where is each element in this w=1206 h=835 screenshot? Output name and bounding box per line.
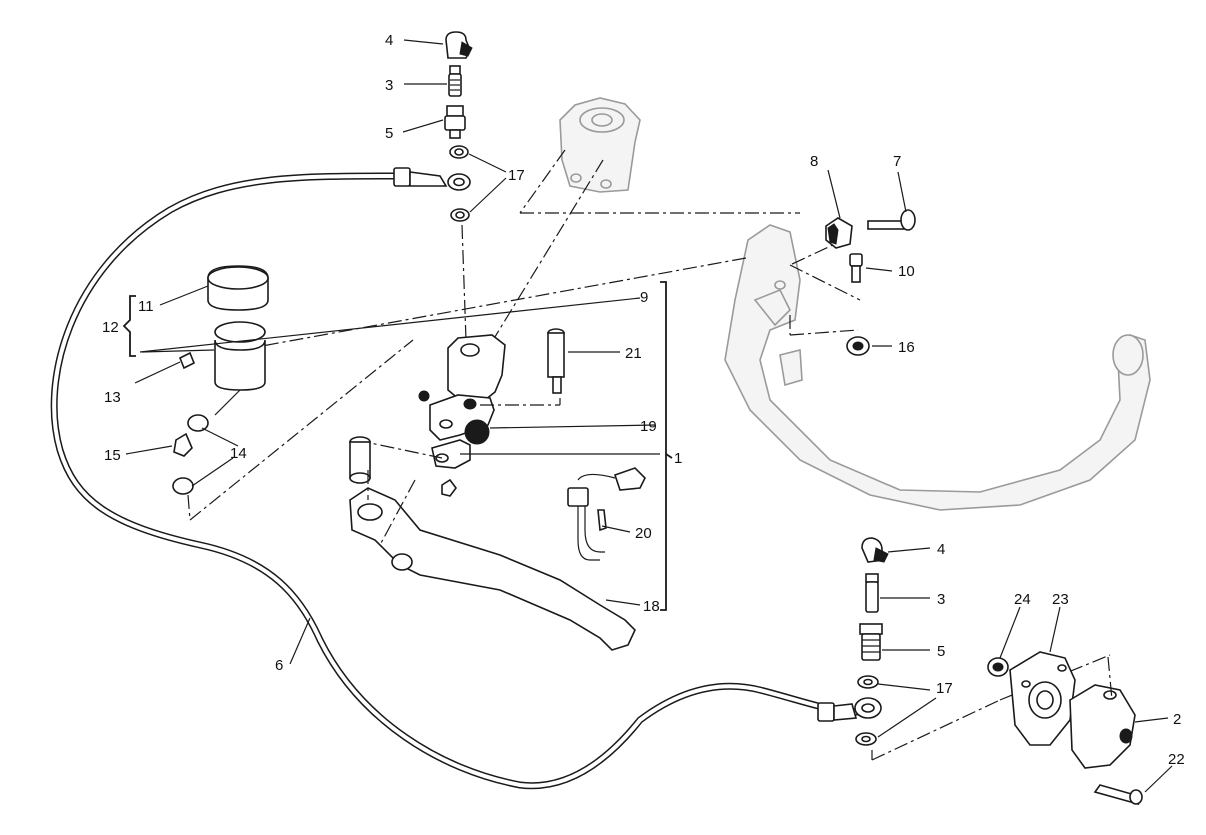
reservoir-clip [178, 351, 196, 370]
fitting-15 [173, 432, 193, 457]
callout-5-bottom: 5 [937, 643, 945, 660]
callout-8: 8 [810, 153, 818, 170]
clamp-14-upper [187, 414, 209, 432]
reservoir-body [214, 339, 266, 391]
callout-3-bottom: 3 [937, 591, 945, 608]
callout-18: 18 [643, 598, 660, 615]
callout-19: 19 [640, 418, 657, 435]
callout-11: 11 [138, 298, 154, 315]
banjo-bolt-top [446, 105, 464, 117]
callout-4-top: 4 [385, 32, 393, 49]
bleed-valve-top [449, 65, 461, 75]
master-cylinder-body [355, 334, 561, 497]
callout-20: 20 [635, 525, 652, 542]
clutch-lever [349, 470, 636, 651]
bleed-valve-bottom [865, 573, 879, 583]
callout-24: 24 [1014, 591, 1031, 608]
callout-7: 7 [893, 153, 901, 170]
brace-12 [122, 295, 136, 357]
callout-9: 9 [640, 289, 648, 306]
top-bracket [489, 97, 800, 346]
lever-spacer [349, 436, 371, 484]
callout-4-bottom: 4 [937, 541, 945, 558]
callout-6: 6 [275, 657, 283, 674]
clamp-14-lower [172, 477, 194, 495]
reservoir-clamps [172, 339, 414, 521]
callout-1: 1 [674, 450, 682, 467]
pivot-nut [441, 478, 457, 497]
callout-13: 13 [104, 389, 121, 406]
callout-14-upper: 14 [230, 445, 247, 462]
slave-body-2 [1069, 684, 1136, 769]
callout-2: 2 [1173, 711, 1181, 728]
handguard [261, 224, 1151, 511]
banjo-bolt-bottom [859, 623, 883, 635]
pivot-pin-21 [547, 328, 565, 394]
screw-7 [867, 220, 905, 230]
callout-5-top: 5 [385, 125, 393, 142]
fluid-reservoir [178, 265, 269, 416]
callout-leaders [125, 39, 1173, 793]
callout-12: 12 [102, 319, 119, 336]
callout-22: 22 [1168, 751, 1185, 768]
hose-ferrule-bottom [817, 702, 835, 722]
handguard-fasteners [825, 209, 916, 356]
callout-17-bottom: 17 [936, 680, 953, 697]
callout-10: 10 [898, 263, 915, 280]
reservoir-diaphragm [214, 321, 266, 343]
slave-cylinder [987, 651, 1143, 806]
callout-labels: 4 3 5 17 8 7 10 16 11 12 13 14 15 9 21 1… [102, 32, 1185, 768]
clutch-switch [567, 467, 646, 561]
callout-23: 23 [1052, 591, 1069, 608]
callout-15: 15 [104, 447, 121, 464]
pivot-bushing [464, 419, 490, 445]
callout-3-top: 3 [385, 77, 393, 94]
bottom-banjo-assembly [854, 537, 1111, 761]
screw-10 [849, 253, 863, 267]
assembly-bracket [660, 281, 667, 611]
callout-17-top: 17 [508, 167, 525, 184]
clutch-hose [50, 167, 862, 790]
hose-ferrule-top [393, 167, 411, 187]
callout-21: 21 [625, 345, 642, 362]
top-banjo-assembly [444, 31, 473, 341]
callout-16: 16 [898, 339, 915, 356]
